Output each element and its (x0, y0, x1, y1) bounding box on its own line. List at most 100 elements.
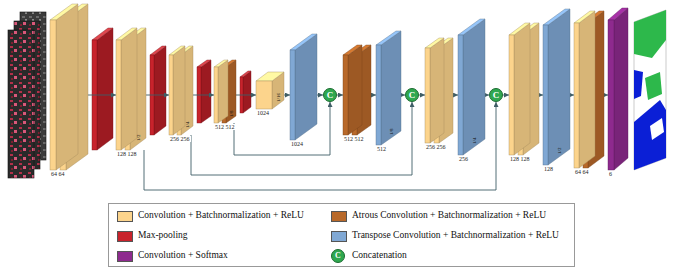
dimension-label: 512 (376, 146, 387, 152)
legend-text: Max-pooling (138, 231, 188, 241)
block-side (56, 4, 78, 170)
flow-arrow (193, 95, 214, 96)
block-shape (116, 28, 146, 150)
block-top (425, 38, 444, 48)
flow-arrow (419, 95, 425, 96)
dimension-label: 1024 (256, 110, 270, 116)
block-front (169, 55, 173, 135)
concat-symbol: C (327, 91, 334, 100)
output-map (634, 10, 666, 170)
layer-block: 1281/2 (543, 9, 570, 165)
dimension-label: 128 (543, 166, 554, 172)
block-front (509, 35, 514, 155)
block-side (514, 23, 530, 155)
block-top (574, 11, 595, 23)
flow-arrow (371, 95, 376, 96)
block-top (116, 28, 137, 40)
layer-block: 64 64 (50, 4, 88, 170)
layer-block: 10241/16 (256, 72, 284, 109)
dimension-label: 256 256 (425, 144, 447, 150)
layer-block: 64 64 (574, 11, 604, 168)
layer-block: 512 512 (343, 45, 371, 135)
concat-circle: C (489, 88, 503, 102)
block-side (173, 46, 185, 135)
dimension-label: 256 (458, 156, 469, 162)
dimension-label: 6 (608, 171, 613, 177)
block-side (430, 38, 444, 143)
block-side (614, 8, 628, 170)
block-front (458, 35, 463, 155)
concat-symbol: C (409, 91, 416, 100)
block-front (608, 20, 614, 170)
block-shape (290, 34, 317, 140)
block-side (463, 19, 485, 155)
output-map (634, 70, 643, 99)
flow-arrow (453, 95, 458, 96)
block-front (425, 48, 430, 143)
legend-text: Transpose Convolution + Batchnormalizati… (352, 231, 559, 241)
legend-swatch (331, 231, 347, 242)
flow-arrow (146, 95, 169, 96)
maxpool-block (201, 60, 211, 123)
block-top (608, 8, 628, 20)
dimension-label: 64 64 (574, 169, 590, 175)
block-shape (425, 38, 453, 143)
dimension-label: 64 64 (50, 171, 66, 177)
block-front (116, 40, 121, 150)
block-top (50, 4, 78, 20)
block-top (343, 45, 362, 55)
output-map (634, 100, 666, 170)
legend-text: Convolution + Softmax (138, 251, 228, 261)
block-top (543, 9, 570, 25)
block-side (548, 9, 570, 165)
legend-item: Convolution + Softmax (117, 249, 228, 263)
dimension-label: 1024 (290, 141, 304, 147)
block-side (381, 31, 401, 145)
block-top (458, 19, 485, 35)
block-shape (376, 31, 401, 145)
legend-item: Atrous Convolution + Batchnormalization … (331, 209, 546, 223)
maxpool-block (97, 28, 113, 150)
block-shape (543, 9, 570, 165)
block-shape (256, 72, 284, 109)
block-shape (509, 23, 539, 155)
dimension-label: 128 128 (116, 151, 138, 157)
legend-text: Concatenation (352, 251, 407, 261)
input-image (8, 30, 34, 178)
layer-block: 512 5121/8 (214, 60, 236, 123)
flow-arrow (284, 95, 290, 96)
block-shape (574, 11, 604, 168)
layer-block: 128 1281/2 (116, 28, 146, 150)
block-side (579, 11, 595, 168)
block-front (343, 55, 348, 135)
flow-arrow (604, 95, 608, 96)
layer-block: 1024 (290, 34, 317, 140)
legend-item: Transpose Convolution + Batchnormalizati… (331, 229, 559, 243)
layer-block: 256 256 (425, 38, 453, 143)
layer-block: 128 128 (509, 23, 539, 155)
block-front (214, 67, 218, 123)
block-shape (343, 45, 371, 135)
legend-box: Convolution + Batchnormalization + ReLUA… (108, 203, 575, 267)
maxpool-block (92, 28, 113, 40)
concat-circle: C (323, 88, 337, 102)
block-shape (458, 19, 485, 155)
flow-arrow (539, 95, 543, 96)
block-side (218, 60, 228, 123)
block-front (376, 45, 381, 145)
legend-text: Atrous Convolution + Batchnormalization … (352, 211, 546, 221)
layer-block: 5121/8 (376, 31, 401, 145)
scale-label: 1/8 (229, 110, 234, 116)
block-side (121, 28, 137, 150)
legend-swatch (331, 211, 347, 222)
scale-label: 1/4 (472, 138, 477, 144)
concat-symbol: C (335, 252, 341, 260)
layer-block: 2561/4 (458, 19, 485, 155)
layer-block: 6 (608, 8, 628, 170)
block-side (295, 34, 317, 140)
concat-symbol: C (493, 91, 500, 100)
concat-circle: C (405, 88, 419, 102)
block-front (574, 23, 579, 168)
dimension-label: 512 512 (343, 136, 365, 142)
